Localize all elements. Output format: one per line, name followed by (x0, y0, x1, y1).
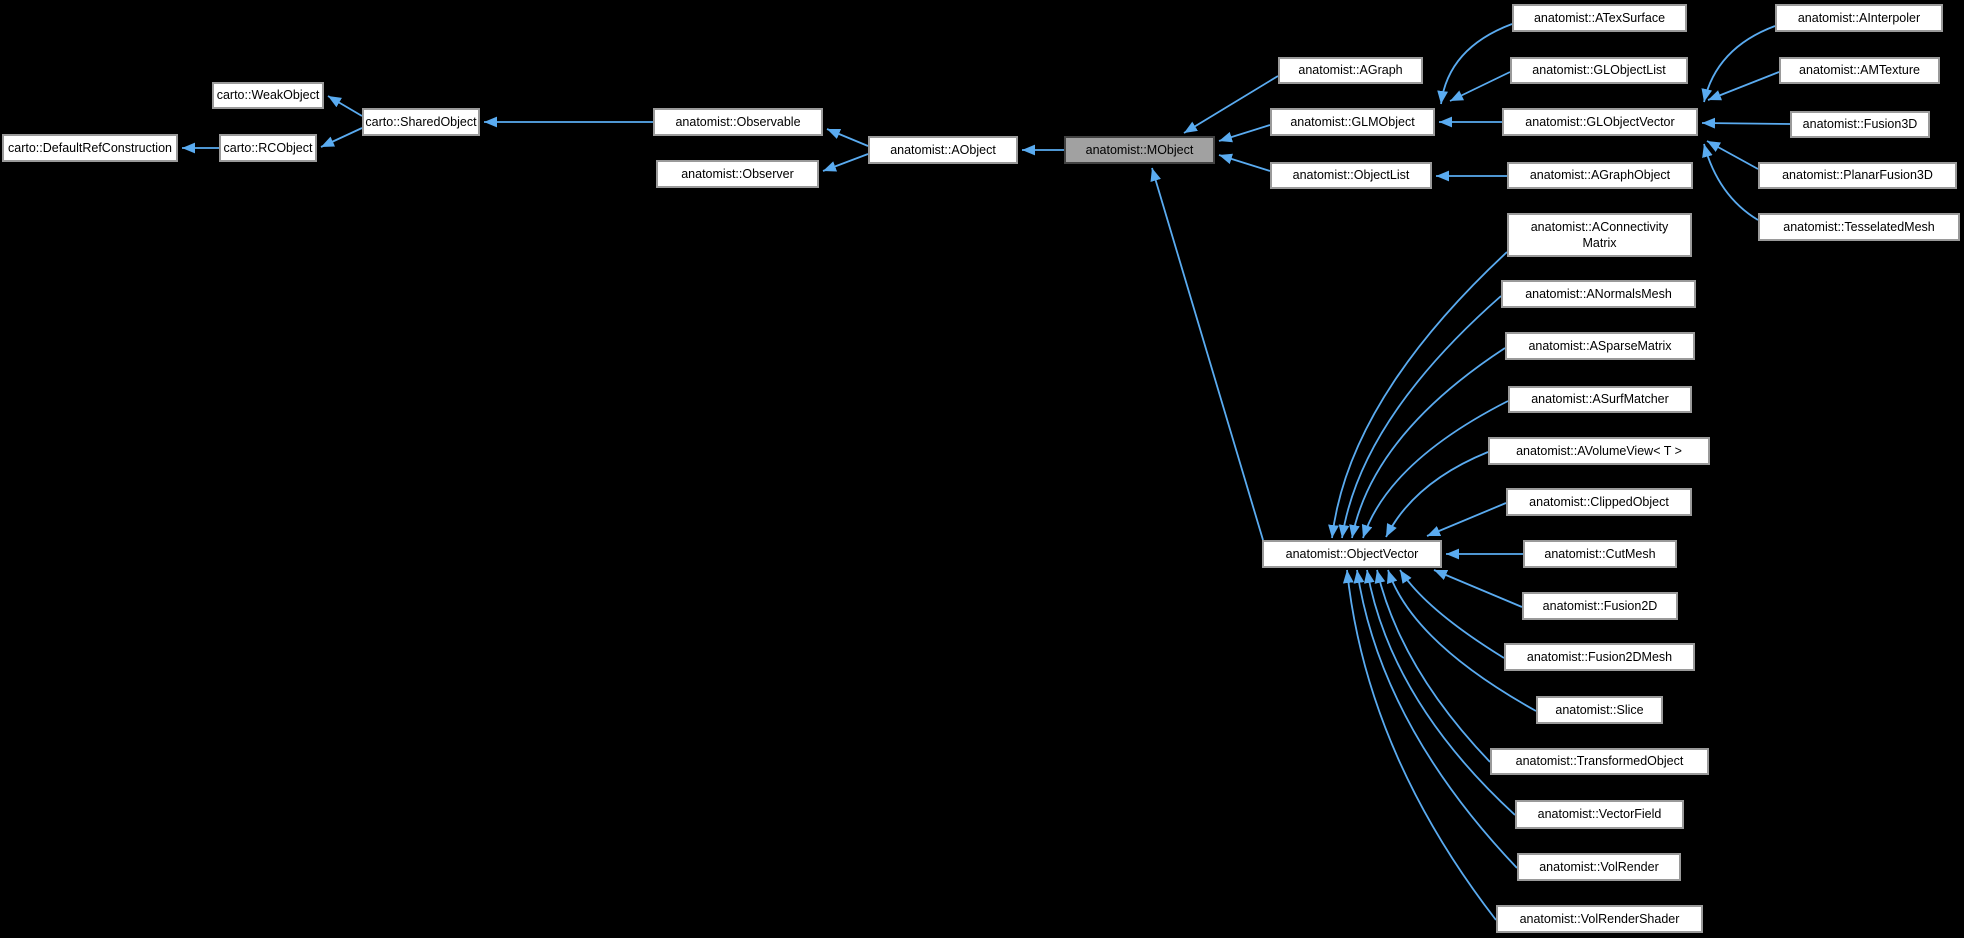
node-cut-mesh[interactable]: anatomist::CutMesh (1523, 540, 1677, 568)
node-asparse-matrix[interactable]: anatomist::ASparseMatrix (1505, 332, 1695, 360)
edge-asparse-matrix--object-vector (1349, 347, 1506, 539)
edge-object-vector--mobject (1150, 167, 1264, 541)
node-atex-surface[interactable]: anatomist::ATexSurface (1512, 4, 1687, 32)
node-rc-object[interactable]: carto::RCObject (219, 134, 317, 162)
node-slice[interactable]: anatomist::Slice (1536, 696, 1663, 724)
edge-shared-object--weak-object (327, 95, 363, 117)
node-object-vector[interactable]: anatomist::ObjectVector (1262, 540, 1442, 568)
edge-atex-surface--glmobject (1437, 23, 1513, 105)
node-observer[interactable]: anatomist::Observer (656, 160, 819, 188)
node-globject-list[interactable]: anatomist::GLObjectList (1510, 57, 1688, 84)
edge-slice--object-vector (1386, 569, 1537, 712)
node-default-ref-construction[interactable]: carto::DefaultRefConstruction (2, 134, 178, 162)
edge-object-list--mobject (1218, 153, 1271, 172)
node-vol-render-shader[interactable]: anatomist::VolRenderShader (1496, 905, 1703, 933)
node-avolume-view[interactable]: anatomist::AVolumeView< T > (1488, 437, 1710, 465)
edge-vol-render-shader--object-vector (1342, 569, 1497, 921)
edge-anormals-mesh--object-vector (1338, 295, 1502, 539)
node-mobject: anatomist::MObject (1064, 136, 1215, 164)
node-object-list[interactable]: anatomist::ObjectList (1270, 162, 1432, 189)
edge-clipped-object--object-vector (1426, 502, 1507, 537)
node-shared-object[interactable]: carto::SharedObject (362, 108, 480, 136)
node-asurf-matcher[interactable]: anatomist::ASurfMatcher (1508, 386, 1692, 413)
node-aobject[interactable]: anatomist::AObject (868, 136, 1018, 164)
node-ainterpoler[interactable]: anatomist::AInterpoler (1775, 4, 1943, 32)
node-vector-field[interactable]: anatomist::VectorField (1515, 800, 1684, 829)
node-fusion2d[interactable]: anatomist::Fusion2D (1522, 592, 1678, 620)
node-weak-object[interactable]: carto::WeakObject (212, 82, 324, 109)
edge-asurf-matcher--object-vector (1361, 400, 1509, 539)
node-glmobject[interactable]: anatomist::GLMObject (1270, 108, 1435, 136)
edge-tesselated-mesh--globject-vector (1702, 143, 1759, 221)
node-agraph-object[interactable]: anatomist::AGraphObject (1507, 162, 1693, 189)
node-planar-fusion3d[interactable]: anatomist::PlanarFusion3D (1758, 162, 1957, 189)
node-observable[interactable]: anatomist::Observable (653, 108, 823, 136)
edge-planar-fusion3d--globject-vector (1706, 140, 1759, 170)
node-globject-vector[interactable]: anatomist::GLObjectVector (1502, 108, 1698, 136)
edge-transformed-object--object-vector (1374, 569, 1491, 763)
node-amtexture[interactable]: anatomist::AMTexture (1779, 57, 1940, 84)
edge-fusion2d--object-vector (1433, 569, 1523, 608)
node-fusion2d-mesh[interactable]: anatomist::Fusion2DMesh (1504, 643, 1695, 671)
edge-ainterpoler--globject-vector (1701, 25, 1776, 103)
edge-aobject--observer (822, 153, 869, 172)
edge-fusion3d--globject-vector (1701, 117, 1791, 129)
node-agraph[interactable]: anatomist::AGraph (1278, 57, 1423, 84)
node-aconnectivity-matrix[interactable]: anatomist::AConnectivity Matrix (1507, 213, 1692, 257)
node-fusion3d[interactable]: anatomist::Fusion3D (1790, 111, 1930, 138)
edge-glmobject--mobject (1218, 124, 1271, 143)
node-vol-render[interactable]: anatomist::VolRender (1517, 853, 1681, 881)
edge-globject-list--glmobject (1449, 71, 1511, 102)
edge-shared-object--rc-object (320, 127, 363, 148)
edge-agraph--mobject (1183, 75, 1279, 134)
node-tesselated-mesh[interactable]: anatomist::TesselatedMesh (1758, 213, 1960, 241)
edge-fusion2d-mesh--object-vector (1399, 569, 1505, 659)
edge-vol-render--object-vector (1353, 569, 1518, 869)
node-clipped-object[interactable]: anatomist::ClippedObject (1506, 488, 1692, 516)
node-anormals-mesh[interactable]: anatomist::ANormalsMesh (1501, 280, 1696, 308)
edge-aconnectivity-matrix--object-vector (1328, 251, 1508, 539)
edge-vector-field--object-vector (1363, 569, 1516, 816)
node-transformed-object[interactable]: anatomist::TransformedObject (1490, 748, 1709, 775)
edge-amtexture--globject-vector (1707, 71, 1780, 101)
edge-aobject--observable (826, 128, 869, 147)
edge-avolume-view--object-vector (1385, 451, 1489, 538)
